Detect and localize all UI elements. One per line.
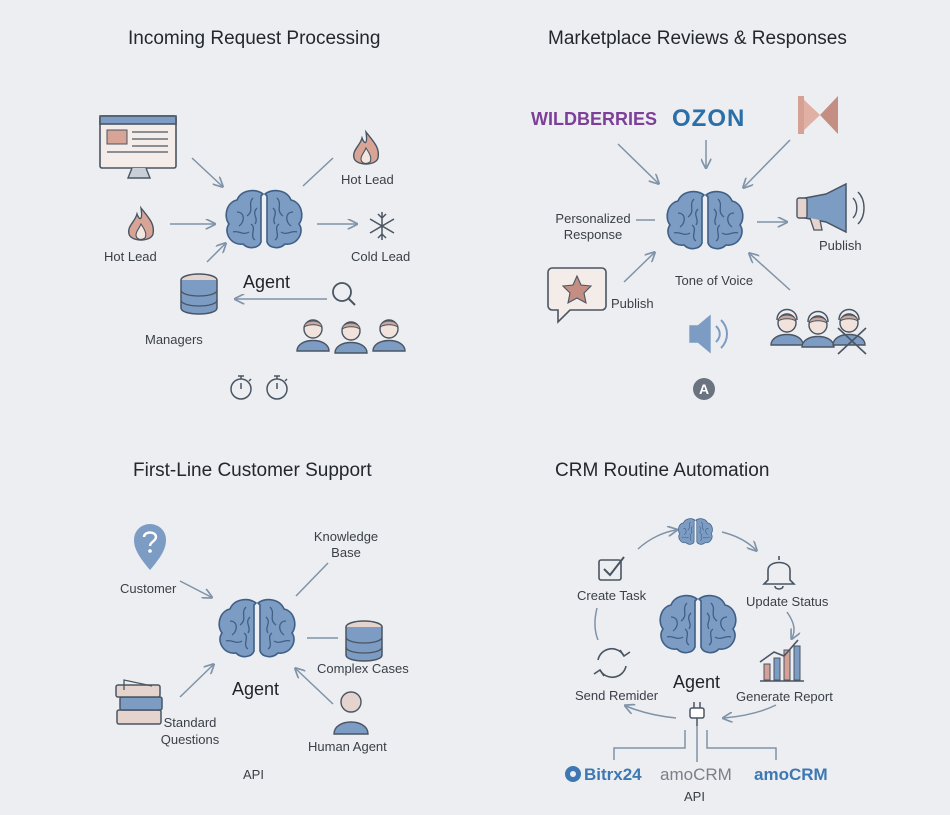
managers-label: Managers [145,332,203,347]
create-task-label: Create Task [577,588,647,603]
api-lines [613,726,777,762]
badge-icon [693,378,715,400]
panel-title-support: First-Line Customer Support [133,460,372,481]
tone-of-voice-label: Tone of Voice [675,273,754,288]
panel-marketplace [547,96,867,400]
books-icon [115,679,163,725]
agent-label-crm: Agent [673,672,721,692]
hot-lead-top-label: Hot Lead [341,172,394,187]
update-status-label: Update Status [746,594,829,609]
amocrm-blue-logo: amoCRM [754,765,828,784]
agent-label-support: Agent [232,679,280,699]
wildberries-logo: WILDBERRIES [531,109,657,129]
amocrm-grey-logo: amoCRM [660,765,732,784]
database-icon [180,273,218,315]
snowflake-icon [369,212,395,240]
send-reminder-label: Send Remider [575,688,659,703]
arrows-marketplace [617,139,791,291]
cycle-arrows [594,530,794,718]
chart-icon [759,639,804,682]
database-icon [345,620,383,662]
person-icon [333,691,369,735]
bell-icon [762,556,796,590]
panel-support [115,524,383,735]
personalized-label-2: Response [563,227,623,242]
customer-label: Customer [120,581,177,596]
brain-icon [225,189,303,249]
badge-letter: A [698,381,710,397]
plug-icon [689,702,705,726]
cold-lead-label: Cold Lead [351,249,411,264]
ozon-logo: OZON [672,105,746,132]
star-chat-icon [547,267,607,324]
bitrix-logo-icon [565,766,581,782]
panel-title-incoming: Incoming Request Processing [128,28,381,49]
k-logo-icon [798,96,838,134]
speaker-icon [689,314,728,354]
complex-cases-label: Complex Cases [317,661,409,676]
stopwatch-icon [230,375,252,400]
bitrix-logo: Bitrx24 [584,765,642,784]
flame-icon [127,207,155,241]
panel-title-crm: CRM Routine Automation [555,460,770,481]
api-label-crm: API [684,789,705,804]
standard-label-2: Questions [160,732,220,747]
panel-crm [565,518,804,782]
flame-icon [352,131,380,165]
panel-incoming [99,115,406,400]
standard-label-1: Standard [163,715,217,730]
knowledge-label-1: Knowledge [313,529,379,544]
stopwatch-icon [266,375,288,400]
agent-label-incoming: Agent [243,272,291,292]
brain-icon [678,518,713,545]
headset-icon [770,308,867,355]
search-icon [332,282,356,306]
monitor-icon [99,115,177,179]
human-agent-label: Human Agent [308,739,387,754]
people-icon [296,319,406,354]
megaphone-icon [796,182,865,234]
brain-icon [218,598,296,658]
publish-right-label: Publish [819,238,862,253]
brain-icon [659,594,737,654]
knowledge-label-2: Base [331,545,361,560]
refresh-icon [593,647,631,679]
arrows-support [179,562,338,705]
question-pin-icon [134,524,166,570]
hot-lead-left-label: Hot Lead [104,249,157,264]
publish-left-label: Publish [611,296,654,311]
arrows-incoming [170,157,356,299]
generate-report-label: Generate Report [736,689,833,704]
api-label-support: API [243,767,264,782]
personalized-label-1: Personalized [555,211,631,226]
brain-icon [666,190,744,250]
panel-title-marketplace: Marketplace Reviews & Responses [548,28,847,49]
checkbox-icon [598,556,625,581]
